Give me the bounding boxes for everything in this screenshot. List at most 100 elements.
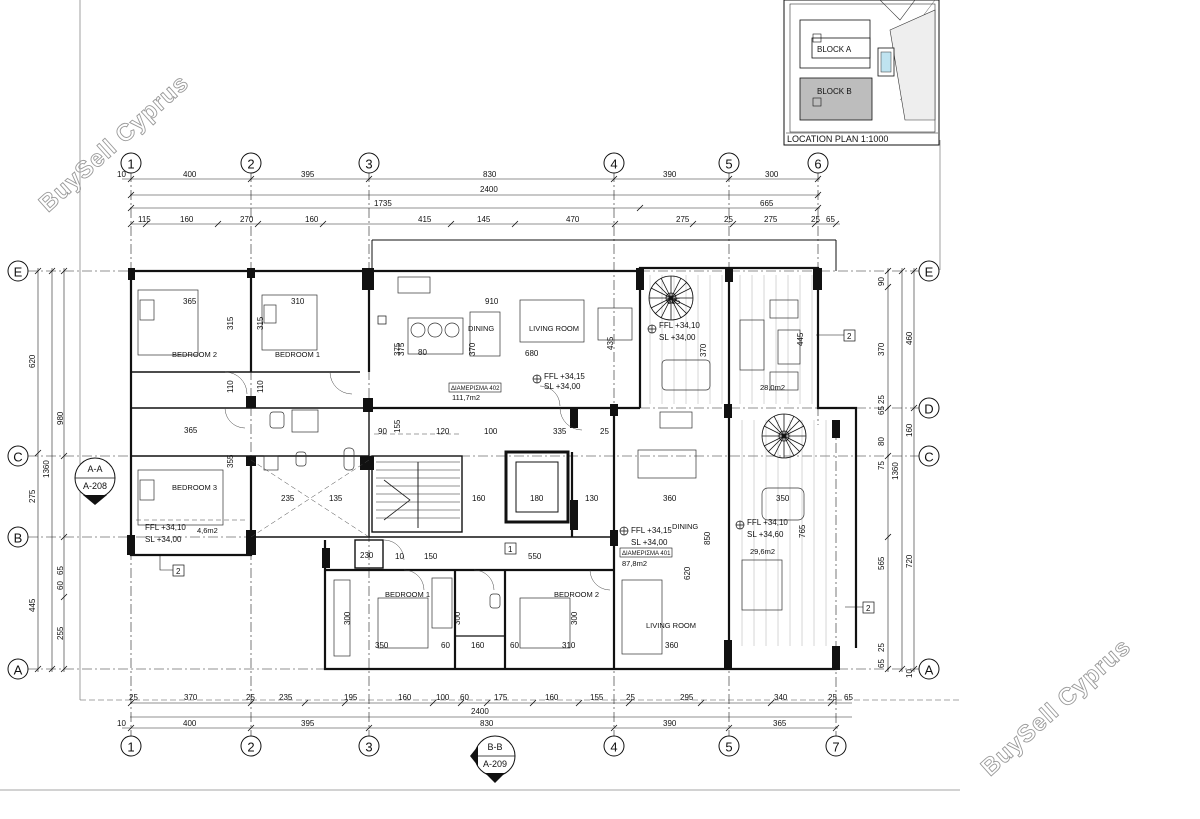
grid-bottom-4: 4 xyxy=(610,740,617,755)
dim-left-60: 60 xyxy=(56,581,65,590)
dim-top3-25: 25 xyxy=(724,215,733,224)
dim-bot-total: 2400 xyxy=(471,707,489,716)
idim-bed1-top-h: 315 xyxy=(256,316,265,330)
door-tags: 1 2 2 2 xyxy=(159,315,875,614)
idim-bed2-top-w: 365 xyxy=(183,297,197,306)
idim-110b: 110 xyxy=(256,380,265,393)
section-aa-letter: A-A xyxy=(87,464,102,474)
dim-top3-65: 65 xyxy=(826,215,835,224)
idim-25: 25 xyxy=(600,427,609,436)
dim-bot-155: 155 xyxy=(590,693,604,702)
level-top-veranda-sl: SL +34,00 xyxy=(659,333,696,342)
idim-veranda-b-w: 350 xyxy=(776,494,790,503)
grid-bottom-1: 1 xyxy=(127,740,134,755)
dim-right-1360: 1360 xyxy=(891,462,900,480)
idim-150: 150 xyxy=(424,552,438,561)
idim-bed3-h: 355 xyxy=(226,454,235,468)
dim-bot-175: 175 xyxy=(494,693,508,702)
room-dining-top: DINING xyxy=(468,324,494,333)
sheet-frame xyxy=(0,0,960,791)
room-bedroom2-top: BEDROOM 2 xyxy=(172,350,217,359)
dim-top3-270: 270 xyxy=(240,215,254,224)
dim-bot2-400: 400 xyxy=(183,719,197,728)
idim-110: 110 xyxy=(226,380,235,393)
dim-left-275: 275 xyxy=(28,489,37,503)
dimension-ticks xyxy=(34,175,918,732)
dim-top-1735: 1735 xyxy=(374,199,392,208)
furniture xyxy=(137,276,805,657)
idim-bed2-b-w: 310 xyxy=(562,641,576,650)
dim-right-65: 65 xyxy=(877,406,886,415)
grid-bubbles xyxy=(7,152,940,757)
dim-top3-25b: 25 xyxy=(811,215,820,224)
grid-left-a: A xyxy=(14,663,23,678)
apt402-area: 111,7m2 xyxy=(452,393,480,402)
room-bedroom1-top: BEDROOM 1 xyxy=(275,350,320,359)
idim-lift-130: 130 xyxy=(585,494,599,503)
grid-lines xyxy=(28,172,920,737)
dim-right-80: 80 xyxy=(877,437,886,446)
grid-top-5: 5 xyxy=(725,157,732,172)
idim-veranda-b-h: 765 xyxy=(798,524,807,538)
idim-bath-160: 160 xyxy=(471,641,485,650)
room-living-bottom: LIVING ROOM xyxy=(646,621,696,630)
grid-bottom-5: 5 xyxy=(725,740,732,755)
dim-right-25: 25 xyxy=(877,395,886,404)
grid-left-e: E xyxy=(14,265,23,280)
idim-corr-550: 550 xyxy=(528,552,542,561)
dim-top-395: 395 xyxy=(301,170,315,179)
door-swings xyxy=(224,371,611,591)
section-aa-sheet: A-208 xyxy=(83,481,107,491)
level-top-living-sl: SL +34,00 xyxy=(544,382,581,391)
idim-living-b-w: 360 xyxy=(665,641,679,650)
section-bb-letter: B-B xyxy=(487,742,502,752)
dim-bot-340: 340 xyxy=(774,693,788,702)
level-bottom-veranda-ffl: FFL +34,10 xyxy=(747,518,788,527)
dim-top3-145: 145 xyxy=(477,215,491,224)
grid-left-c: C xyxy=(13,450,22,465)
columns xyxy=(127,268,840,670)
idim-corr-235: 235 xyxy=(281,494,295,503)
dim-left-255: 255 xyxy=(56,626,65,640)
location-plan-title: LOCATION PLAN 1:1000 xyxy=(787,134,888,144)
section-marker-aa: A-A A-208 xyxy=(74,457,116,505)
room-bedroom1-bottom: BEDROOM 1 xyxy=(385,590,430,599)
dim-right-720: 720 xyxy=(905,554,914,568)
grid-right-a: A xyxy=(925,663,934,678)
level-bottom-dining-sl: SL +34,00 xyxy=(631,538,668,547)
apt401-area: 87,8m2 xyxy=(622,559,647,568)
dim-right-90: 90 xyxy=(877,277,886,286)
area-veranda-bottom: 29,6m2 xyxy=(750,547,775,556)
section-marker-bb: B-B A-209 xyxy=(470,735,516,783)
idim-bed2-b-h: 300 xyxy=(453,611,462,625)
idim-bed1-b-w: 350 xyxy=(375,641,389,650)
dim-bot-60: 60 xyxy=(460,693,469,702)
dim-top-665: 665 xyxy=(760,199,774,208)
room-bedroom2-bottom: BEDROOM 2 xyxy=(554,590,599,599)
idim-living-w: 680 xyxy=(525,349,539,358)
room-living-top: LIVING ROOM xyxy=(529,324,579,333)
dim-bot2-395: 395 xyxy=(301,719,315,728)
bottom-dimensions: 25 370 25 235 195 160 100 60 175 160 155… xyxy=(117,693,853,728)
block-b-label: BLOCK B xyxy=(817,87,852,96)
idim-bed1-b-h: 300 xyxy=(343,611,352,625)
dim-bot-25c: 25 xyxy=(626,693,635,702)
interior-dimensions: 365 310 315 315 910 680 370 375 435 585 … xyxy=(183,297,807,650)
level-bottom-dining-ffl: FFL +34,15 xyxy=(631,526,672,535)
dim-right-65b: 65 xyxy=(877,659,886,668)
idim-100: 100 xyxy=(484,427,498,436)
right-dimensions: 90 460 370 160 65 25 80 75 1360 565 720 … xyxy=(877,277,914,678)
dim-right-460: 460 xyxy=(905,331,914,345)
spiral-stairs xyxy=(648,275,807,459)
room-labels: BEDROOM 2 BEDROOM 1 DINING LIVING ROOM B… xyxy=(172,324,698,630)
dim-bot-195: 195 xyxy=(344,693,358,702)
dim-bot-100: 100 xyxy=(436,693,450,702)
idim-335: 335 xyxy=(553,427,567,436)
top-dimensions: 10 400 395 830 390 300 2400 1735 665 115… xyxy=(117,170,835,224)
grid-bottom-7: 7 xyxy=(832,740,839,755)
left-dimensions: 620 980 1360 275 445 60 65 255 xyxy=(28,354,65,640)
dim-bot-25b: 25 xyxy=(246,693,255,702)
dim-top-830: 830 xyxy=(483,170,497,179)
dim-bot-25: 25 xyxy=(129,693,138,702)
